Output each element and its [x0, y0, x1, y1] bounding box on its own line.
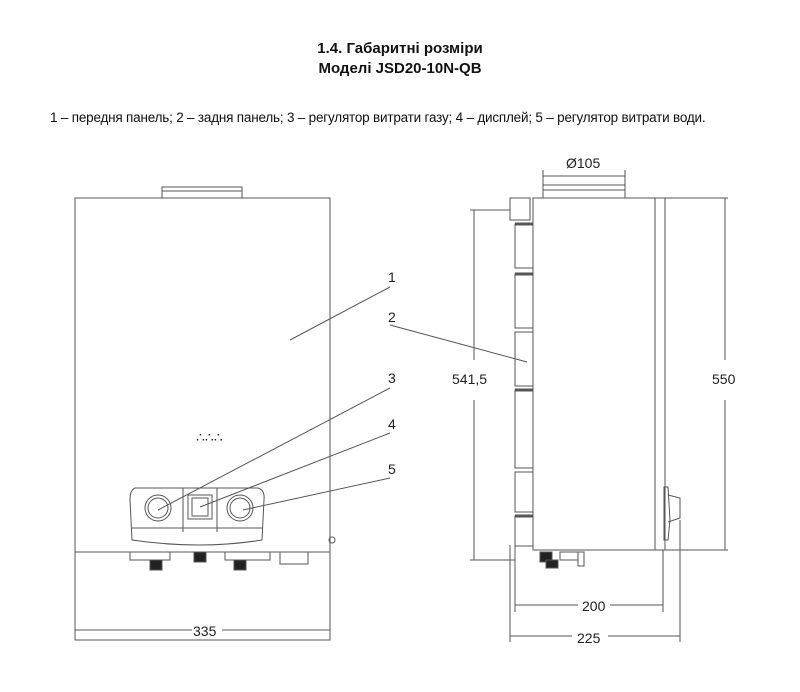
dim-front-width: 335 — [193, 623, 217, 639]
display — [187, 494, 213, 520]
model-subtitle: Моделі JSD20-10N-QB — [318, 60, 482, 77]
front-view: ∴∴∴ — [74, 186, 336, 641]
parts-legend: 1 – передня панель; 2 – задня панель; 3 … — [50, 110, 706, 125]
dim-flue-diameter: Ø105 — [566, 155, 600, 171]
callout-3: 3 — [388, 370, 396, 386]
section-title: 1.4. Габаритні розміри — [317, 40, 483, 57]
side-view — [509, 184, 681, 569]
callout-4: 4 — [388, 416, 396, 432]
dim-inner-height: 541,5 — [452, 371, 487, 387]
callout-1: 1 — [388, 269, 396, 285]
svg-text:∴∴∴: ∴∴∴ — [196, 429, 223, 445]
dim-total-depth: 225 — [577, 630, 601, 646]
dim-height: 550 — [712, 371, 736, 387]
dim-body-depth: 200 — [582, 598, 606, 614]
callout-leaders — [157, 286, 528, 511]
callout-5: 5 — [388, 461, 396, 477]
gas-knob — [144, 494, 172, 522]
callout-2: 2 — [388, 309, 396, 325]
